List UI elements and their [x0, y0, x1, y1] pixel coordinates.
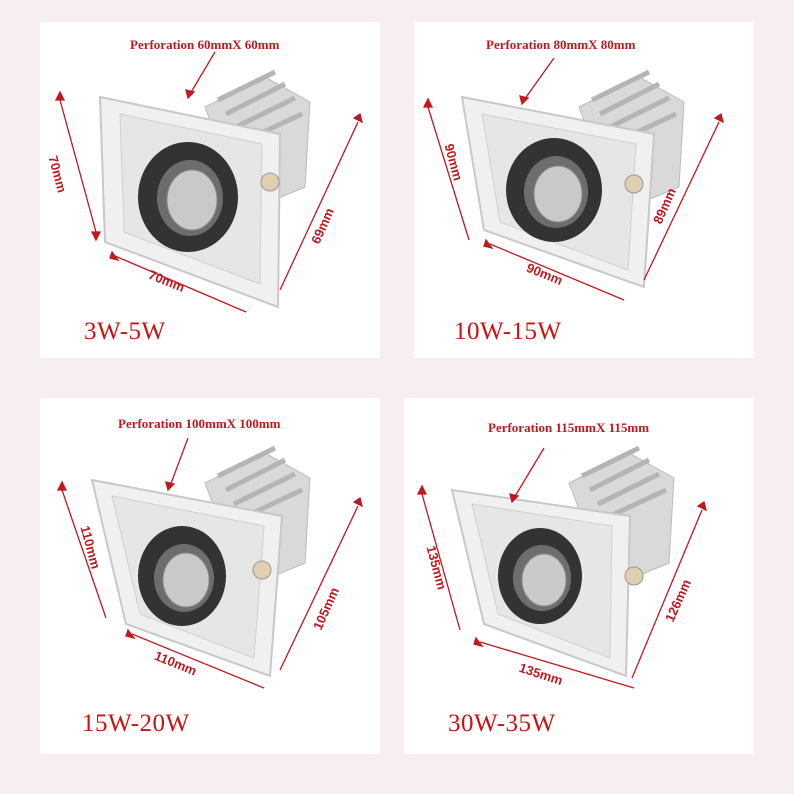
- lens: [521, 553, 567, 607]
- power-label: 3W-5W: [84, 318, 166, 345]
- dimension-lines: [422, 57, 724, 301]
- perforation-label: Perforation 115mmX 115mm: [488, 420, 650, 435]
- product-panel-3w-5w: Perforation 60mmX 60mm 70mm 70mm 69mm 3W…: [40, 22, 380, 358]
- lens: [166, 169, 218, 231]
- lens: [162, 552, 210, 608]
- downlight-drawing: [54, 51, 363, 313]
- dimension-lines: [54, 51, 363, 313]
- lens: [533, 165, 583, 223]
- product-panel-15w-20w: Perforation 100mmX 100mm 110mm 110mm 105…: [40, 398, 380, 754]
- perforation-label: Perforation 60mmX 60mm: [130, 37, 280, 52]
- downlight-drawing: [422, 57, 724, 301]
- product-panel-30w-35w: Perforation 115mmX 115mm 135mm 135mm 126…: [404, 398, 754, 754]
- perforation-label: Perforation 80mmX 80mm: [486, 37, 636, 52]
- product-panel-10w-15w: Perforation 80mmX 80mm 90mm 90mm 89mm 10…: [414, 22, 754, 358]
- downlight-drawing: [56, 437, 363, 689]
- perforation-label: Perforation 100mmX 100mm: [118, 416, 281, 431]
- power-label: 15W-20W: [82, 710, 190, 737]
- power-label: 30W-35W: [448, 710, 556, 737]
- dimension-lines: [416, 447, 707, 689]
- dimension-lines: [56, 437, 363, 689]
- power-label: 10W-15W: [454, 318, 562, 345]
- downlight-drawing: [416, 445, 707, 689]
